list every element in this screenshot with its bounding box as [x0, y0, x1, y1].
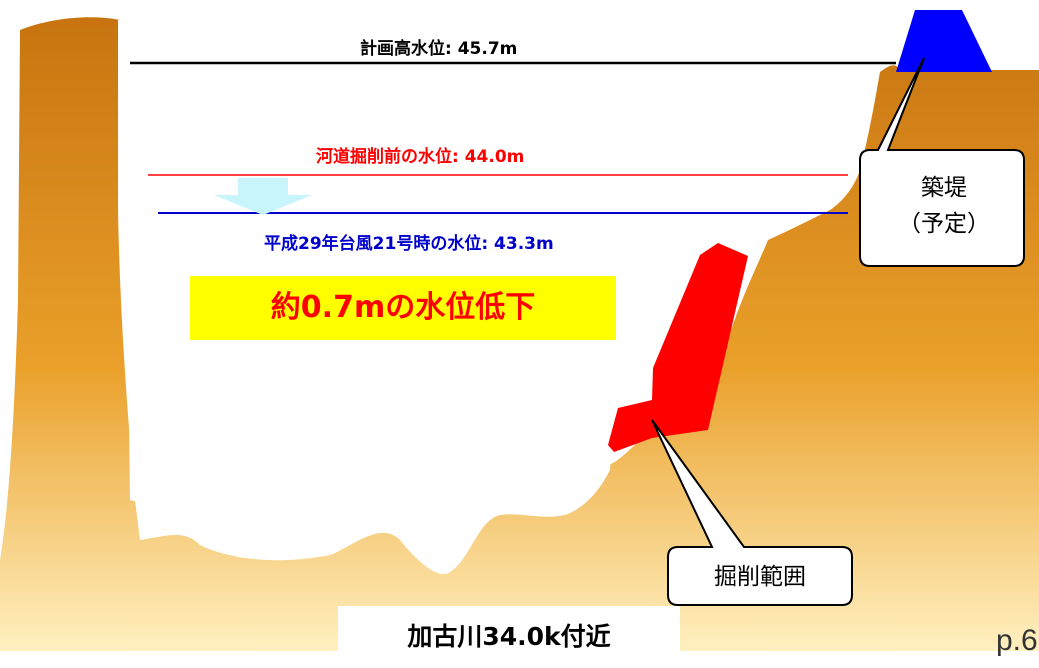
plan-water-level-label: 計画高水位: 45.7m: [360, 39, 518, 59]
typhoon-water-level-label: 平成29年台風21号時の水位: 43.3m: [264, 234, 554, 254]
embankment-label: 築堤: [921, 175, 967, 201]
embankment-planned: [896, 10, 992, 72]
before-excavation-level-label: 河道掘削前の水位: 44.0m: [316, 147, 525, 167]
water-level-drop-text: 約0.7mの水位低下: [270, 290, 536, 325]
riverbed-terrain: [0, 17, 1039, 652]
excavation-area: [608, 243, 748, 452]
embankment-callout-bubble: [859, 57, 1025, 267]
page-number: p.6: [996, 624, 1038, 657]
down-arrow-icon: [214, 178, 312, 215]
location-caption: 加古川34.0k付近: [407, 622, 611, 651]
excavation-callout-bubble: [651, 419, 853, 606]
cross-section-diagram: 計画高水位: 45.7m 河道掘削前の水位: 44.0m 平成29年台風21号時…: [0, 10, 1039, 657]
embankment-callout-text: 築堤 （予定）: [864, 170, 1024, 242]
water-level-drop-highlight: 約0.7mの水位低下: [190, 276, 616, 340]
embankment-planned-label: （予定）: [898, 211, 990, 237]
excavation-callout-text: 掘削範囲: [714, 564, 806, 590]
location-caption-box: 加古川34.0k付近: [338, 606, 680, 651]
